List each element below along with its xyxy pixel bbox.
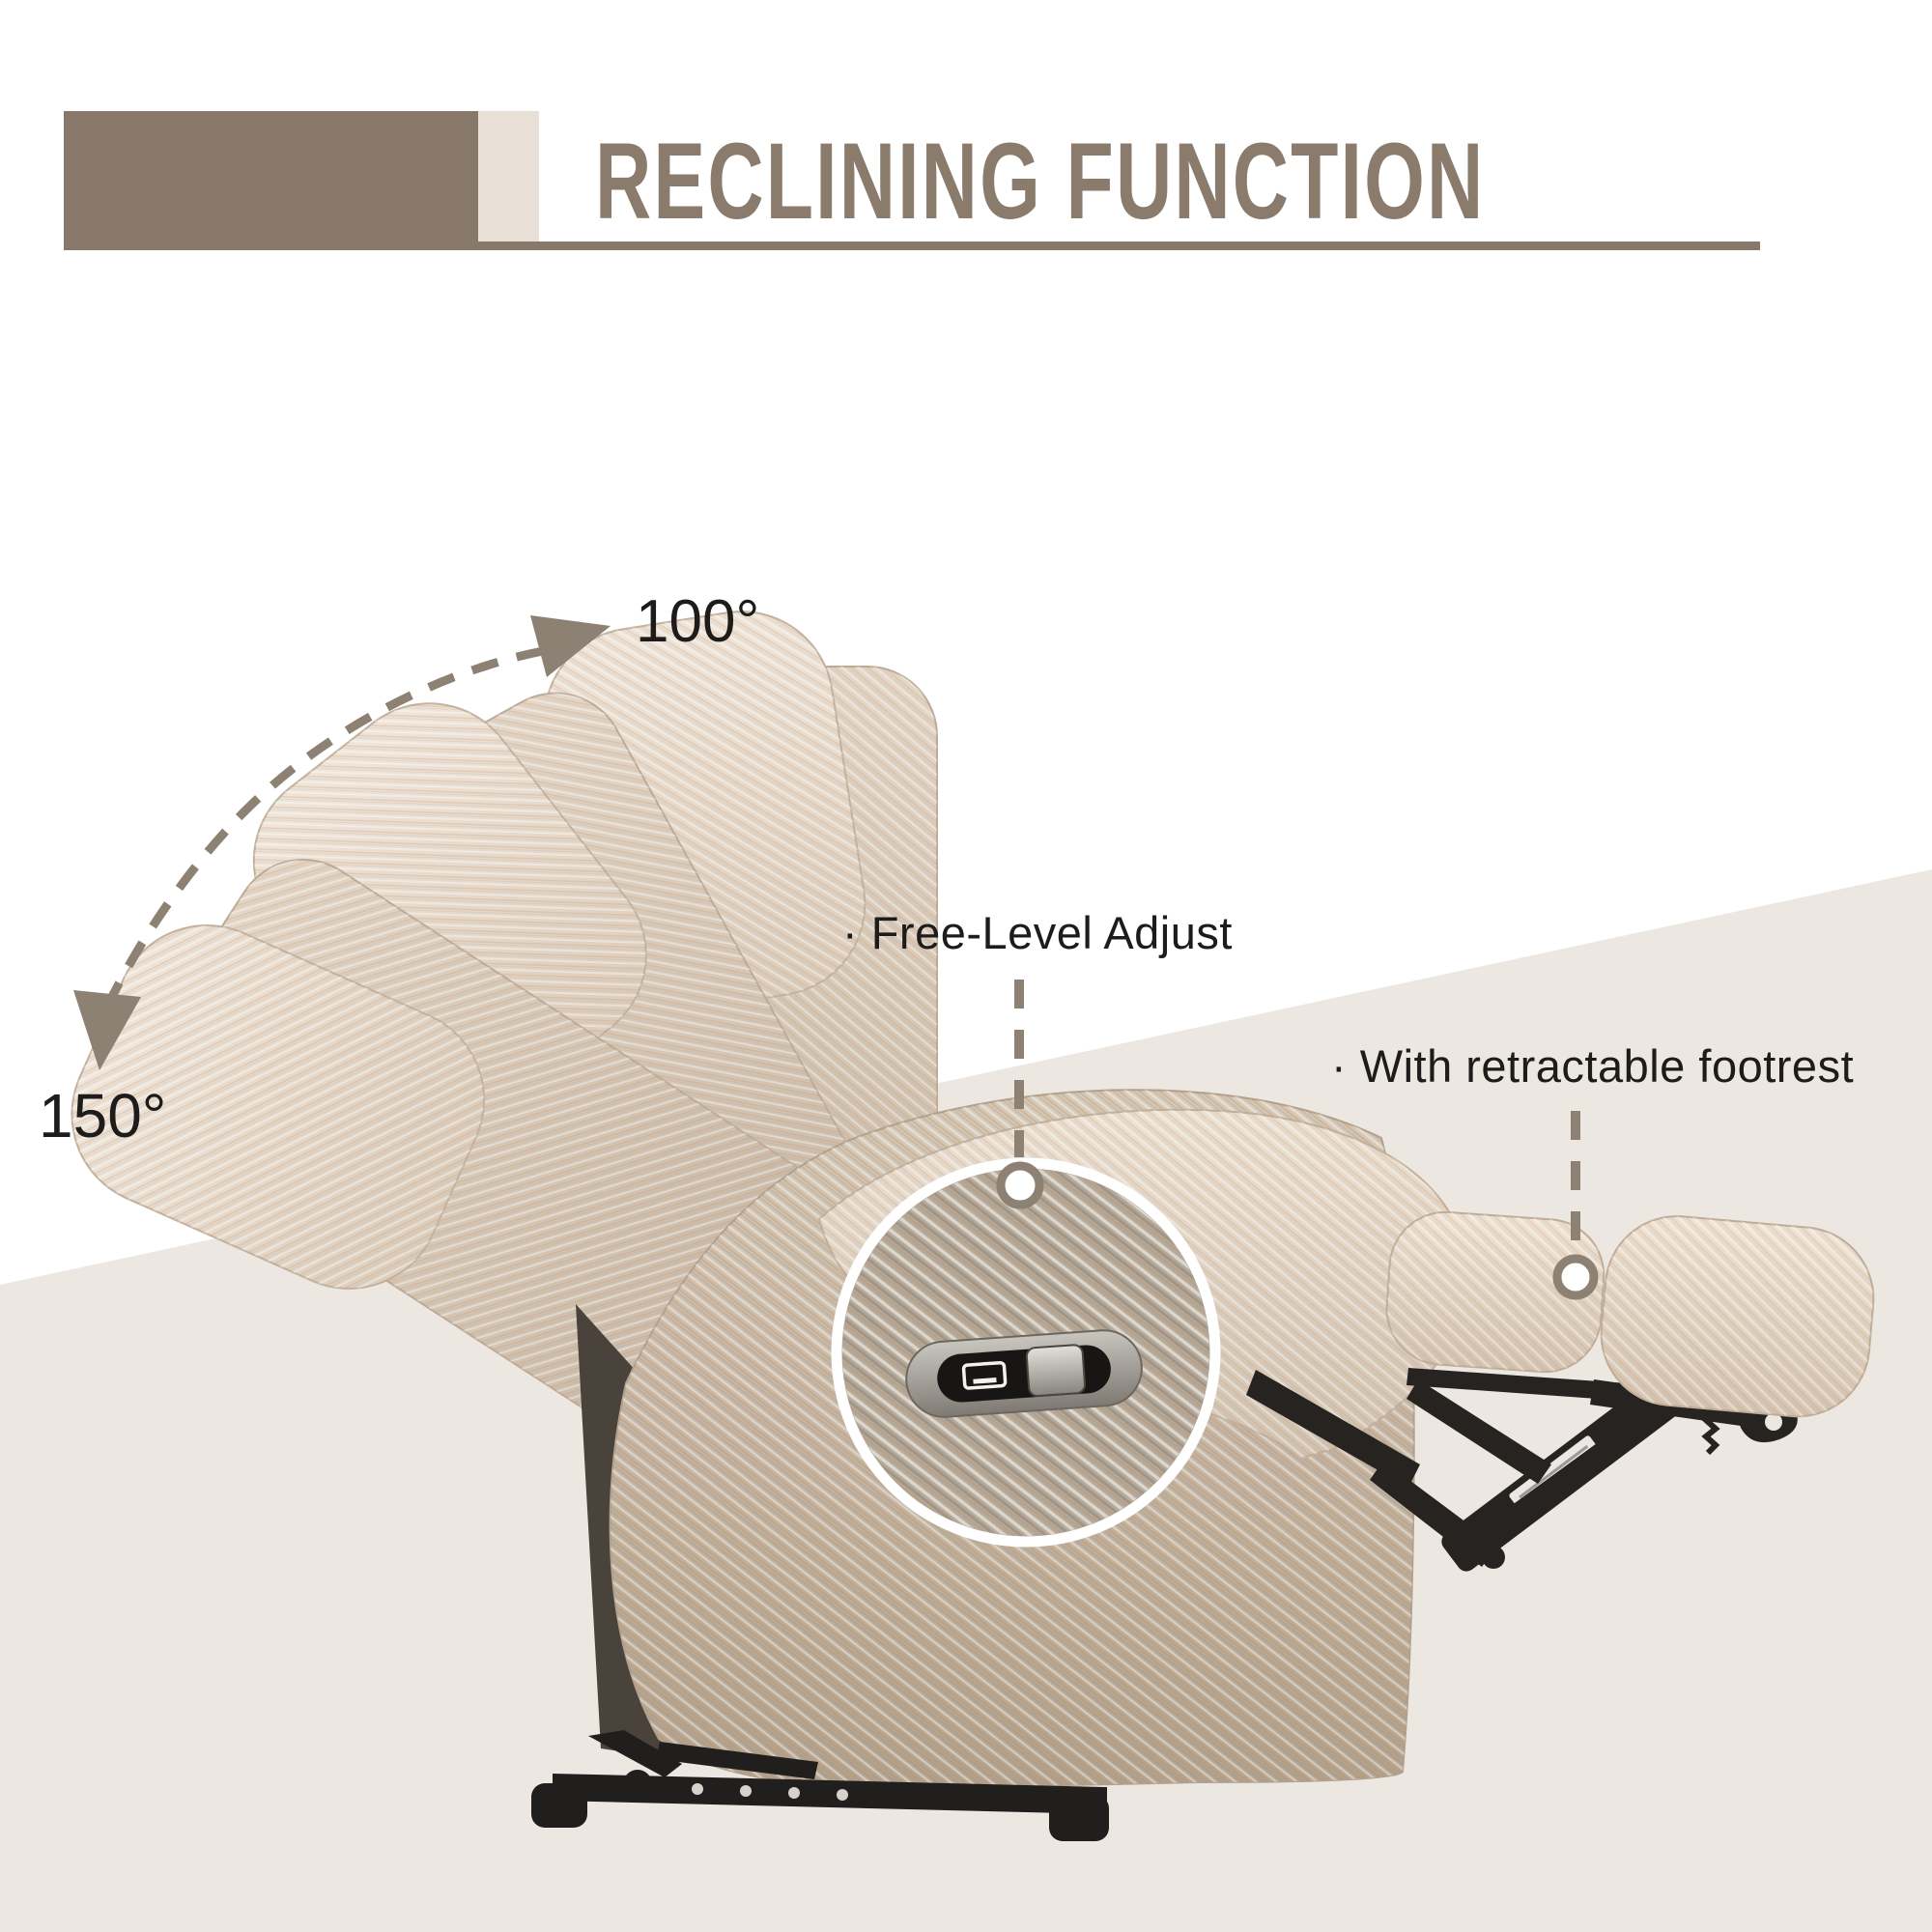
control-panel xyxy=(905,1329,1143,1418)
rocker-switch-icon xyxy=(1025,1344,1086,1398)
angle-label-100: 100° xyxy=(636,588,760,655)
title-accent-strip xyxy=(478,111,539,246)
footrest-support-bar xyxy=(1246,1370,1420,1488)
callout-dot-adjust xyxy=(996,1161,1044,1209)
callout-free-level-adjust: · Free-Level Adjust xyxy=(842,907,1233,958)
base-rail xyxy=(531,1730,1109,1841)
title-accent-block xyxy=(64,111,478,246)
page-title: RECLINING FUNCTION xyxy=(595,121,1486,242)
footrest-pads xyxy=(1385,1210,1875,1418)
callout-retractable-footrest: · With retractable footrest xyxy=(1331,1040,1855,1092)
annotation-graphics xyxy=(103,646,1580,1248)
angle-label-150: 150° xyxy=(39,1081,167,1151)
arrowhead-up-icon xyxy=(530,615,611,677)
title-underline xyxy=(64,242,1760,250)
arrowhead-down-icon xyxy=(73,990,141,1070)
usb-port-icon xyxy=(961,1360,1008,1390)
zoom-detail-circle xyxy=(831,1157,1221,1548)
recliner-chair xyxy=(3,597,1875,1841)
callout-dot-footrest xyxy=(1552,1254,1599,1300)
